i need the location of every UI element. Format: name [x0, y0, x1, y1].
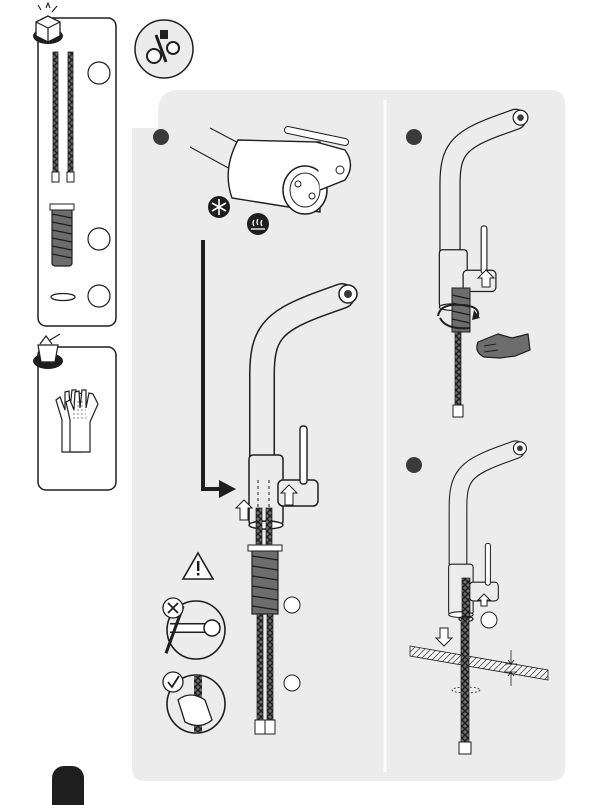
- open-box-icon: [33, 3, 63, 44]
- part-number-circle: [284, 597, 300, 613]
- part-number-circle: [88, 228, 110, 250]
- step-2-marker: [406, 129, 422, 145]
- page-tab: [52, 766, 84, 805]
- part-number-circle: [284, 675, 300, 691]
- step-3-marker: [406, 457, 422, 473]
- safety-panel: [33, 334, 116, 490]
- step-1-marker: [153, 129, 169, 145]
- part-number-circle: [88, 62, 110, 84]
- hot-water-icon: [247, 213, 269, 235]
- part-number-circle: [481, 612, 497, 628]
- part-number-circle: [88, 285, 110, 307]
- check-icon: [163, 672, 183, 692]
- tools-gears-icon: [135, 20, 193, 78]
- snowflake-icon: [208, 196, 230, 218]
- cross-icon: [163, 598, 183, 618]
- parts-panel: [33, 3, 116, 326]
